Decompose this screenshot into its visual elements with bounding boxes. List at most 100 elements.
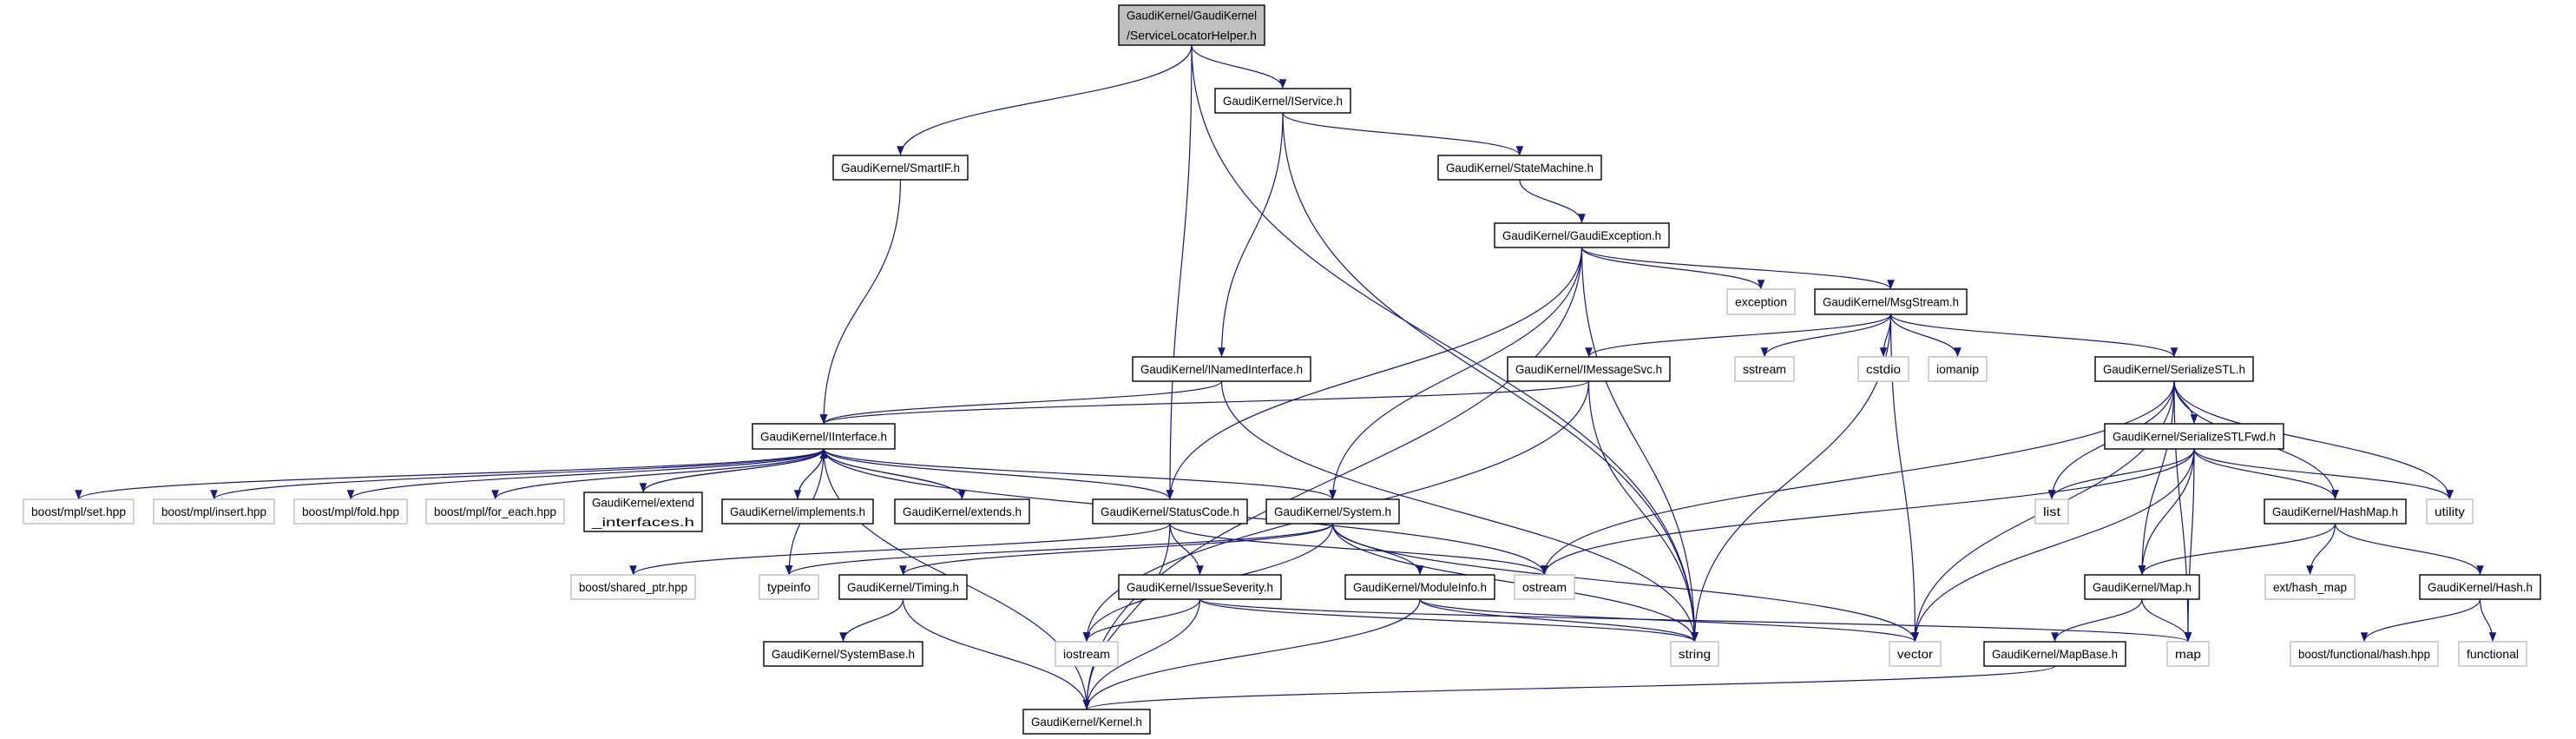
node-iinterface[interactable]: GaudiKernel/IInterface.h xyxy=(752,423,896,450)
node-hashmap[interactable]: GaudiKernel/HashMap.h xyxy=(2264,498,2407,525)
edge-hashmap-to-ext_hash_map xyxy=(2306,523,2336,576)
node-mpl_insert: boost/mpl/insert.hpp xyxy=(153,498,275,525)
node-implements[interactable]: GaudiKernel/implements.h xyxy=(721,498,874,525)
node-ext_hash_map: ext/hash_map xyxy=(2264,574,2356,600)
node-iomanip: iomanip xyxy=(1928,356,1988,382)
edge-serializestlfwd-to-list xyxy=(2047,448,2195,500)
node-timing[interactable]: GaudiKernel/Timing.h xyxy=(838,574,968,600)
node-box xyxy=(1507,356,1671,382)
node-inamedinterface[interactable]: GaudiKernel/INamedInterface.h xyxy=(1132,356,1311,382)
edge-inamedinterface-to-string xyxy=(1220,380,1699,643)
edge-msgstream-to-sstream xyxy=(1760,313,1892,358)
node-label: GaudiKernel/Hash.h xyxy=(2428,580,2533,594)
node-label: boost/mpl/set.hpp xyxy=(31,505,126,518)
node-label: GaudiKernel/SystemBase.h xyxy=(772,647,915,661)
edge-moduleinfo-to-string xyxy=(1419,598,1699,643)
node-typeinfo: typeinfo xyxy=(759,574,819,600)
node-mapbase[interactable]: GaudiKernel/MapBase.h xyxy=(1983,641,2126,667)
node-box xyxy=(1726,288,1796,315)
node-label: GaudiKernel/GaudiKernel xyxy=(1127,9,1257,23)
edge-serializestlfwd-to-map xyxy=(2184,448,2195,643)
node-label: functional xyxy=(2467,647,2519,661)
node-label: sstream xyxy=(1743,362,1786,376)
node-vector: vector xyxy=(1889,641,1942,667)
edge-msgstream-to-imessagesvc xyxy=(1585,313,1892,358)
node-ostream: ostream xyxy=(1514,574,1575,600)
node-box xyxy=(1814,288,1968,315)
node-box xyxy=(1092,498,1248,525)
node-label: /ServiceLocatorHelper.h xyxy=(1127,29,1257,43)
edge-hashmap-to-hash_h xyxy=(2334,523,2484,576)
node-mpl_set: boost/mpl/set.hpp xyxy=(23,498,135,525)
edge-iservice-to-statemachine xyxy=(1282,112,1524,156)
edge-map_h-to-map xyxy=(2141,598,2192,643)
node-label: GaudiKernel/IService.h xyxy=(1223,94,1343,108)
node-moduleinfo[interactable]: GaudiKernel/ModuleInfo.h xyxy=(1344,574,1495,600)
edge-iinterface-to-mpl_insert xyxy=(210,448,825,500)
node-label: ostream xyxy=(1522,580,1567,594)
node-box xyxy=(894,498,1030,525)
edge-imessagesvc-to-iinterface xyxy=(820,380,1590,425)
edge-serializestlfwd-to-ostream xyxy=(1541,448,2195,576)
edge-gaudiexception-to-msgstream xyxy=(1580,247,1895,290)
edge-msgstream-to-serializestl xyxy=(1889,313,2178,358)
node-hash_h[interactable]: GaudiKernel/Hash.h xyxy=(2419,574,2541,600)
node-statemachine[interactable]: GaudiKernel/StateMachine.h xyxy=(1437,155,1602,181)
edge-iinterface-to-statuscode xyxy=(823,448,1174,500)
edge-serializestlfwd-to-utility xyxy=(2193,448,2454,500)
node-label: GaudiKernel/IssueSeverity.h xyxy=(1127,580,1273,594)
node-kernel[interactable]: GaudiKernel/Kernel.h xyxy=(1022,709,1151,735)
node-iservice[interactable]: GaudiKernel/IService.h xyxy=(1214,88,1351,114)
node-serializestl[interactable]: GaudiKernel/SerializeSTL.h xyxy=(2094,356,2254,382)
edge-extend_interfaces-to-iinterface xyxy=(642,448,828,493)
node-statuscode[interactable]: GaudiKernel/StatusCode.h xyxy=(1092,498,1248,525)
edge-statuscode-to-shared_ptr xyxy=(629,523,1171,576)
node-box xyxy=(2034,498,2069,525)
node-systembase[interactable]: GaudiKernel/SystemBase.h xyxy=(763,641,923,667)
node-label: utility xyxy=(2435,505,2465,518)
node-label: iostream xyxy=(1063,647,1110,661)
edge-timing-to-kernel xyxy=(902,598,1091,710)
node-box xyxy=(2084,574,2200,600)
node-map_h[interactable]: GaudiKernel/Map.h xyxy=(2084,574,2200,600)
edge-hash_h-to-functional xyxy=(2479,598,2497,643)
node-msgstream[interactable]: GaudiKernel/MsgStream.h xyxy=(1814,288,1968,315)
node-imessagesvc[interactable]: GaudiKernel/IMessageSvc.h xyxy=(1507,356,1671,382)
node-box xyxy=(1734,356,1795,382)
node-utility: utility xyxy=(2426,498,2474,525)
edge-iinterface-to-system xyxy=(823,448,1337,500)
edge-statemachine-to-gaudiexception xyxy=(1519,179,1586,224)
node-extend_interfaces[interactable]: GaudiKernel/extend_interfaces.h xyxy=(583,492,703,532)
node-system[interactable]: GaudiKernel/System.h xyxy=(1265,498,1400,525)
node-label: map xyxy=(2175,647,2201,661)
node-label: boost/mpl/for_each.hpp xyxy=(434,505,556,518)
node-smartif[interactable]: GaudiKernel/SmartIF.h xyxy=(832,155,969,181)
node-box xyxy=(2426,498,2474,525)
node-exception: exception xyxy=(1726,288,1796,315)
edge-iservice-to-inamedinterface xyxy=(1218,112,1284,358)
edge-gaudiexception-to-exception xyxy=(1580,247,1765,290)
node-slh[interactable]: GaudiKernel/GaudiKernel/ServiceLocatorHe… xyxy=(1118,4,1265,46)
node-extends[interactable]: GaudiKernel/extends.h xyxy=(894,498,1030,525)
node-issueseverity[interactable]: GaudiKernel/IssueSeverity.h xyxy=(1118,574,1282,600)
node-box xyxy=(1022,709,1151,735)
node-serializestlfwd[interactable]: GaudiKernel/SerializeSTLFwd.h xyxy=(2104,423,2284,450)
node-box xyxy=(832,155,969,181)
node-label: GaudiKernel/StateMachine.h xyxy=(1446,161,1594,175)
node-box xyxy=(153,498,275,525)
node-box xyxy=(1055,641,1119,667)
node-box xyxy=(1344,574,1495,600)
node-box xyxy=(1118,4,1265,46)
node-box xyxy=(2094,356,2254,382)
node-iostream: iostream xyxy=(1055,641,1119,667)
node-label: GaudiKernel/Map.h xyxy=(2093,580,2192,594)
node-box xyxy=(1265,498,1400,525)
edge-gaudiexception-to-kernel xyxy=(1082,247,1583,710)
node-functional: functional xyxy=(2458,641,2527,667)
edge-timing-to-systembase xyxy=(839,598,904,643)
node-label: boost/mpl/fold.hpp xyxy=(302,505,399,518)
node-gaudiexception[interactable]: GaudiKernel/GaudiException.h xyxy=(1494,222,1670,248)
node-label: GaudiKernel/ModuleInfo.h xyxy=(1353,580,1487,594)
node-string: string xyxy=(1670,641,1719,667)
